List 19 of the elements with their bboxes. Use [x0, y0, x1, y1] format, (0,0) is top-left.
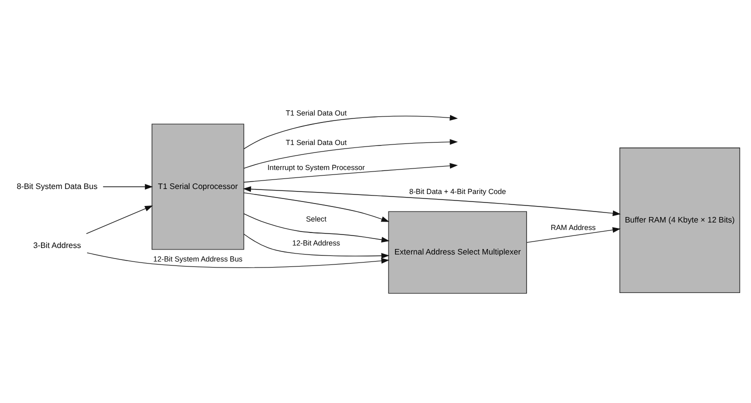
arrow: [244, 114, 458, 150]
edge-label: RAM Address: [550, 223, 596, 232]
edge-label: 8-Bit Data + 4-Bit Parity Code: [409, 186, 506, 196]
arrow: [86, 252, 390, 268]
arrow: [244, 139, 458, 169]
arrow: [86, 206, 153, 234]
arrow: [244, 234, 390, 259]
arrow: [242, 186, 621, 216]
arrow: [244, 213, 390, 242]
arrow: [102, 184, 153, 190]
edge-label: 12-Bit System Address Bus: [153, 254, 242, 264]
arrow: [244, 192, 390, 222]
edge-label: T1 Serial Data Out: [286, 138, 347, 148]
edge-label: T1 Serial Data Out: [286, 108, 347, 118]
edge-label: 12-Bit Address: [292, 238, 340, 248]
arrow: [244, 163, 458, 183]
edge-label: Select: [306, 214, 326, 224]
edge-label: Interrupt to System Processor: [268, 162, 365, 172]
arrow: [526, 227, 621, 243]
